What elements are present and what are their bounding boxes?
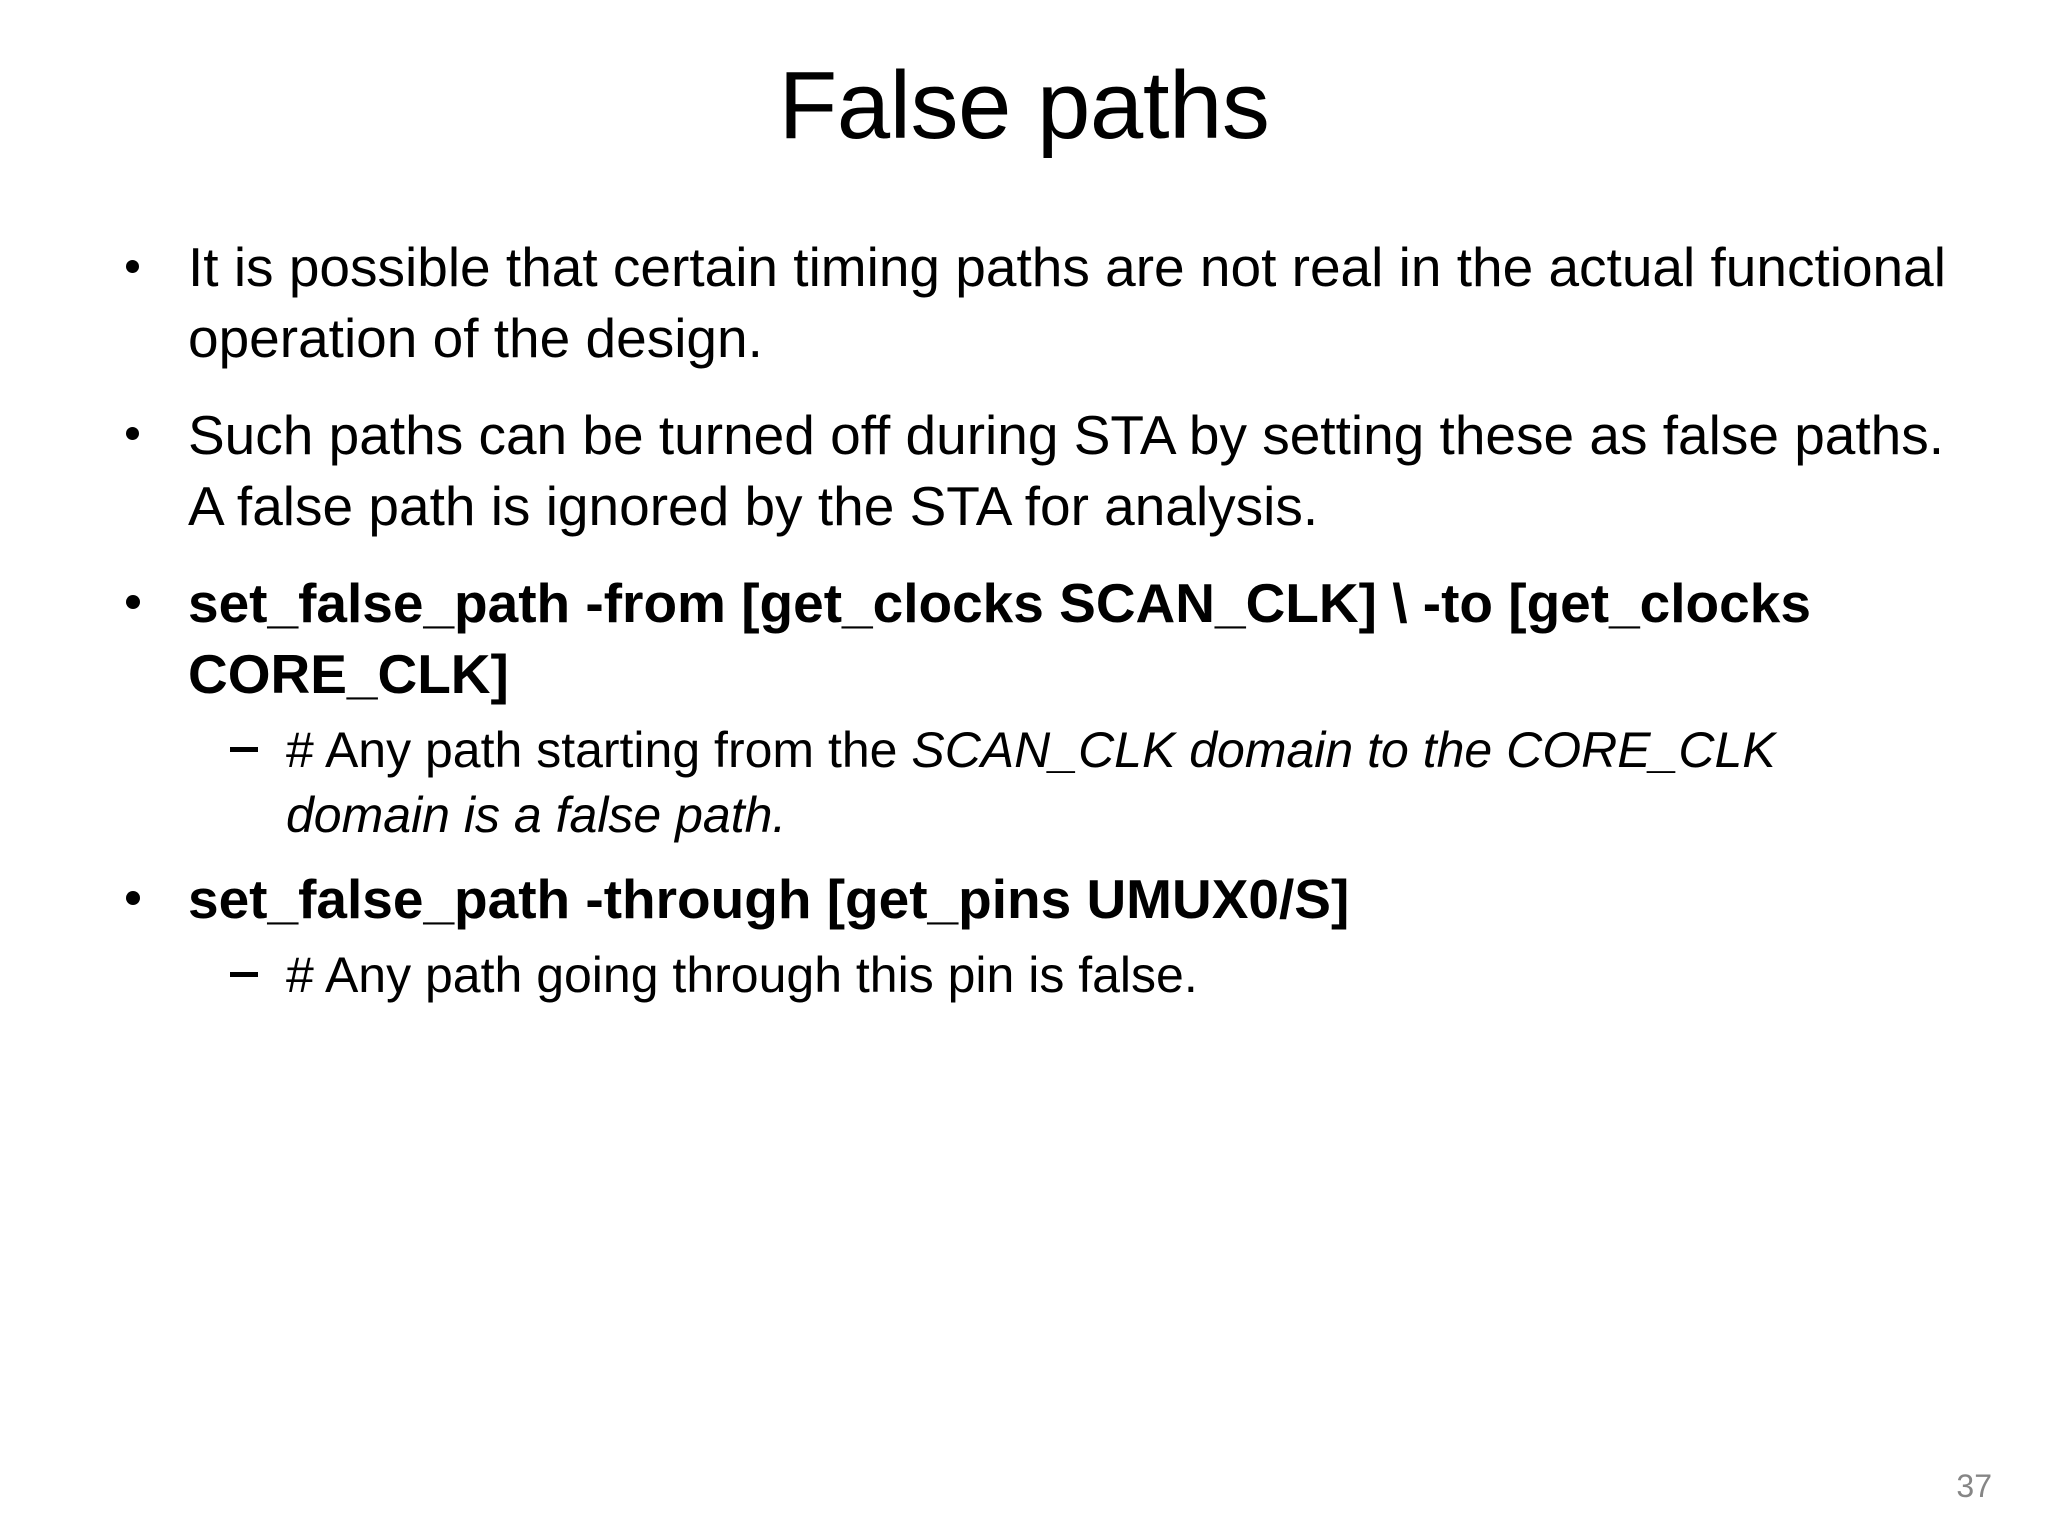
- bullet-list-level-2-b: # Any path going through this pin is fal…: [204, 943, 1952, 1008]
- sub-bullet-text-plain-1: # Any path starting from the: [286, 721, 912, 778]
- bullet-text-3: set_false_path -from [get_clocks SCAN_CL…: [188, 571, 1811, 705]
- bullet-item-1: It is possible that certain timing paths…: [112, 232, 1952, 374]
- bullet-item-4-command: set_false_path -through [get_pins UMUX0/…: [112, 864, 1952, 935]
- bullet-text-4: set_false_path -through [get_pins UMUX0/…: [188, 867, 1350, 930]
- bullet-text-2: Such paths can be turned off during STA …: [188, 403, 1945, 537]
- bullet-item-3-command: set_false_path -from [get_clocks SCAN_CL…: [112, 568, 1952, 710]
- bullet-dot-icon: [126, 595, 140, 610]
- sub-bullet-item-1-comment: # Any path starting from the SCAN_CLK do…: [204, 718, 1952, 848]
- page-number: 37: [1956, 1468, 1992, 1504]
- sub-bullet-text-plain-2: # Any path going through this pin is fal…: [286, 946, 1198, 1003]
- bullet-item-2: Such paths can be turned off during STA …: [112, 400, 1952, 542]
- bullet-dot-icon: [126, 427, 139, 441]
- dash-bullet-icon: [230, 746, 258, 752]
- bullet-dot-icon: [126, 259, 139, 273]
- slide-body: It is possible that certain timing paths…: [112, 232, 1952, 1024]
- bullet-dot-icon: [126, 891, 140, 906]
- bullet-text-1: It is possible that certain timing paths…: [188, 236, 1946, 369]
- bullet-list-level-1: It is possible that certain timing paths…: [112, 232, 1952, 1008]
- bullet-list-level-2-a: # Any path starting from the SCAN_CLK do…: [204, 718, 1952, 848]
- page-title: False paths: [778, 52, 1270, 159]
- dash-bullet-icon: [230, 971, 258, 977]
- sub-bullet-text-italic-1: SCAN_CLK domain to the CORE_CLK domain i…: [286, 721, 1776, 843]
- sub-bullet-item-2-comment: # Any path going through this pin is fal…: [204, 943, 1952, 1008]
